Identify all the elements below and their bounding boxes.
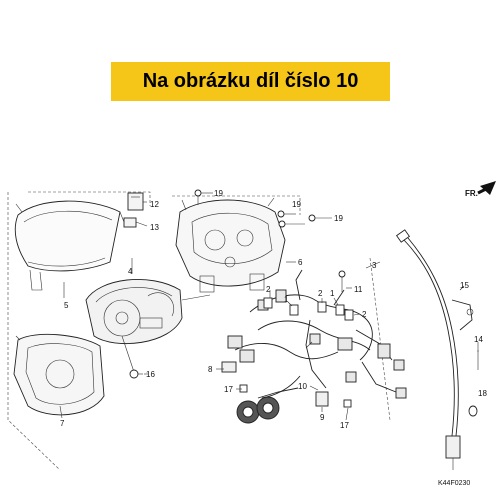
socket-pair-part bbox=[236, 387, 299, 424]
callout-label: 2 bbox=[362, 310, 367, 319]
callout-label: 16 bbox=[146, 370, 155, 379]
callout-label: 3 bbox=[372, 261, 377, 270]
banner-text: Na obrázku díl číslo 10 bbox=[142, 70, 359, 92]
callout-label: 7 bbox=[60, 419, 65, 428]
speedometer-cable-part bbox=[395, 229, 479, 470]
callout-labels: 5 4 6 7 12 13 19 19 19 3 2 1 2 1 2 11 8 … bbox=[60, 189, 487, 430]
figure-code: K44F0230 bbox=[438, 480, 470, 487]
meter-panel-cover-part bbox=[13, 333, 105, 416]
callout-label: 10 bbox=[298, 382, 307, 391]
grommet-part bbox=[221, 361, 237, 373]
clip-parts bbox=[239, 384, 352, 408]
callout-label: 15 bbox=[460, 281, 469, 290]
callout-label: 17 bbox=[224, 385, 233, 394]
front-direction-arrow bbox=[477, 181, 496, 195]
callout-label: 11 bbox=[354, 285, 363, 294]
callout-label: 4 bbox=[128, 267, 133, 276]
callout-label: 19 bbox=[292, 200, 301, 209]
nut-part bbox=[129, 369, 143, 379]
callout-label: 2 bbox=[266, 285, 271, 294]
callout-label: 13 bbox=[150, 223, 159, 232]
callout-label: 1 bbox=[330, 289, 335, 298]
collar-part bbox=[315, 391, 329, 407]
callout-label: 18 bbox=[478, 389, 487, 398]
bulb-socket-parts bbox=[263, 297, 354, 321]
screw-parts bbox=[194, 189, 332, 228]
callout-label: 19 bbox=[334, 214, 343, 223]
callout-label: 17 bbox=[340, 421, 349, 430]
meter-panel-part bbox=[85, 279, 211, 373]
screw-11-part bbox=[338, 270, 346, 292]
wire-harness-part bbox=[227, 269, 407, 399]
callout-label: 12 bbox=[150, 200, 159, 209]
callout-label: 1 bbox=[284, 295, 289, 304]
callout-label: 9 bbox=[320, 413, 325, 422]
leader-lines bbox=[59, 258, 479, 421]
callout-label: 14 bbox=[474, 335, 483, 344]
callout-label: 2 bbox=[318, 289, 323, 298]
meter-case-part bbox=[175, 197, 286, 293]
part-number-banner: Na obrázku díl číslo 10 bbox=[111, 62, 390, 101]
callout-label: 19 bbox=[214, 189, 223, 198]
callout-label: 8 bbox=[208, 365, 213, 374]
front-direction-label: FR. bbox=[465, 189, 478, 198]
callout-label: 5 bbox=[64, 301, 69, 310]
relay-part bbox=[123, 192, 148, 228]
meter-visor-part bbox=[14, 200, 125, 291]
callout-label: 6 bbox=[298, 258, 303, 267]
